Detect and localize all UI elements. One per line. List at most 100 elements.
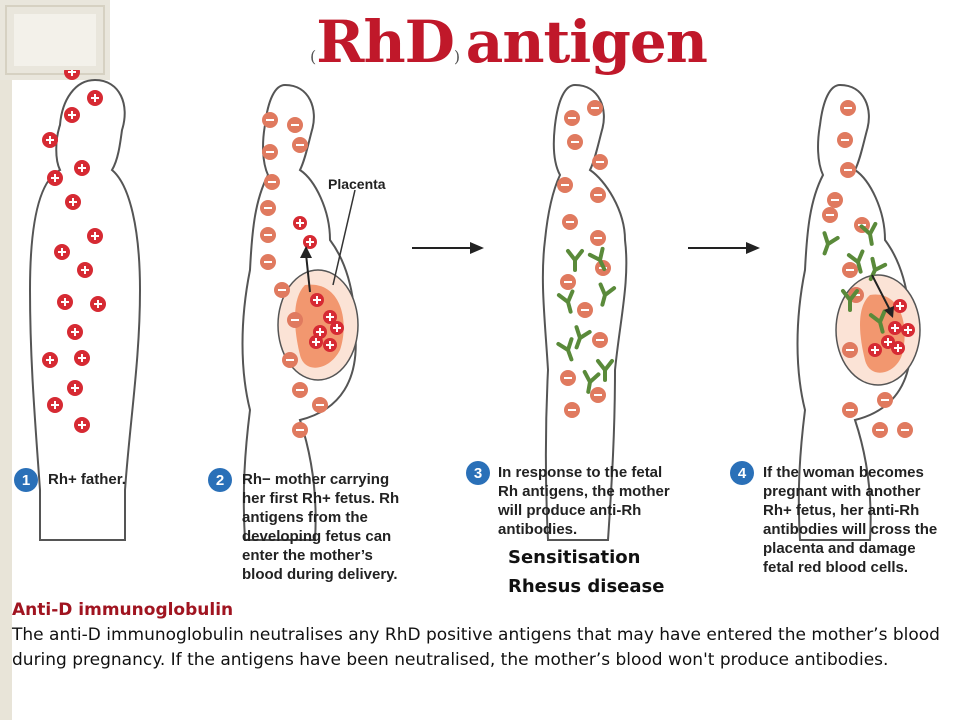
rh-positive-cell [67,324,83,340]
rh-positive-cell [74,160,90,176]
rh-negative-cell [590,230,606,246]
antibody-glyph [846,249,865,274]
antibody-glyph [574,325,592,350]
rh-positive-cell [323,338,337,352]
rh-positive-cell [303,235,317,249]
progress-arrow-2-head [746,242,760,254]
rh-negative-cell [577,302,593,318]
rh-negative-cell [592,332,608,348]
rh-negative-cell [840,162,856,178]
rh-positive-cell [87,90,103,106]
rh-positive-cell [42,352,58,368]
rh-negative-cell [560,370,576,386]
rh-negative-cell [877,392,893,408]
rh-negative-cell [897,422,913,438]
rh-negative-cell [282,352,298,368]
antibody-cross-arrow [871,274,891,311]
rh-positive-cell [64,70,80,80]
title-antigen: antigen [465,8,708,76]
rh-negative-cell [827,192,843,208]
rh-positive-cell [65,194,81,210]
rh-negative-cell [287,312,303,328]
rh-negative-cell [842,262,858,278]
cell-transfer-arrowhead [300,246,312,258]
sensitisation-label: Sensitisation [508,547,641,568]
rh-negative-cell [260,227,276,243]
antibody-glyph [859,221,878,246]
mother4-silhouette [796,83,912,541]
rh-positive-cell [77,262,93,278]
slide-title: (RhD) antigen [310,8,760,76]
rh-positive-cell [42,132,58,148]
antibody-glyph [596,359,614,382]
rh-positive-cell [323,310,337,324]
stage-labels: Sensitisation Rhesus disease [508,543,664,601]
progress-arrow-1-head [470,242,484,254]
step-3-text: In response to the fetal Rh antigens, th… [498,464,670,538]
father-antigen-cells [42,70,106,433]
rh-negative-cell [840,100,856,116]
rh-positive-cell [293,216,307,230]
rh-positive-cell [67,380,83,396]
rh-positive-cell [309,335,323,349]
mother2-silhouette [241,83,357,541]
mother3-silhouette [541,83,628,541]
rh-negative-cell [872,422,888,438]
rh-negative-cell [262,144,278,160]
anti-d-heading: Anti-D immunoglobulin [12,600,234,620]
rh-positive-cell [47,170,63,186]
antibody-glyph [582,369,601,394]
rh-negative-cell [590,187,606,203]
mother3-cells [556,100,617,418]
rh-positive-cell [87,228,103,244]
anti-d-explanation: Anti-D immunoglobulin The anti-D immunog… [12,598,957,673]
antibody-cross-arrowhead [884,306,894,318]
antibody-glyph [822,231,840,256]
title-rhd: RhD [316,8,455,76]
rh-negative-cell [287,117,303,133]
rh-negative-cell [567,134,583,150]
father-silhouette [28,78,142,541]
rh-negative-cell [264,174,280,190]
antibody-glyph [598,282,617,307]
rh-negative-cell [560,274,576,290]
rh-negative-cell [837,132,853,148]
rh-positive-cell [54,244,70,260]
antibody-glyph [566,249,584,272]
step-4-badge: 4 [730,461,754,485]
mother2-cells [260,112,344,438]
antibody-glyph [556,337,574,362]
step-3-badge: 3 [466,461,490,485]
rh-positive-cell [90,296,106,312]
mother4-cells [822,100,915,438]
rh-positive-cell [57,294,73,310]
step-1-badge: 1 [14,468,38,492]
rh-negative-cell [842,342,858,358]
rh-negative-cell [274,282,290,298]
step-1-text: Rh+ father. [48,471,126,488]
rh-positive-cell [74,350,90,366]
rh-positive-cell [47,397,63,413]
rh-positive-cell [891,341,905,355]
anti-d-body: The anti-D immunoglobulin neutralises an… [12,625,940,670]
step-2-text: Rh− mother carrying her first Rh+ fetus.… [242,471,400,583]
rh-positive-cell [888,321,902,335]
step-2-badge: 2 [208,468,232,492]
rh-positive-cell [310,293,324,307]
step-4-text: If the woman becomes pregnant with anoth… [763,464,938,576]
rh-positive-cell [901,323,915,337]
rh-positive-cell [74,417,90,433]
rh-negative-cell [562,214,578,230]
cell-transfer-arrow [305,253,311,293]
rh-negative-cell [260,200,276,216]
rh-negative-cell [292,422,308,438]
left-decorative-strip [0,0,12,720]
title-paren-open: ( [310,47,317,66]
antibody-glyph [868,256,888,282]
rh-negative-cell [590,387,606,403]
placenta-pointer [332,189,356,286]
rh-disease-diagram: Placenta [28,70,921,541]
rh-negative-cell [822,207,838,223]
rh-negative-cell [262,112,278,128]
